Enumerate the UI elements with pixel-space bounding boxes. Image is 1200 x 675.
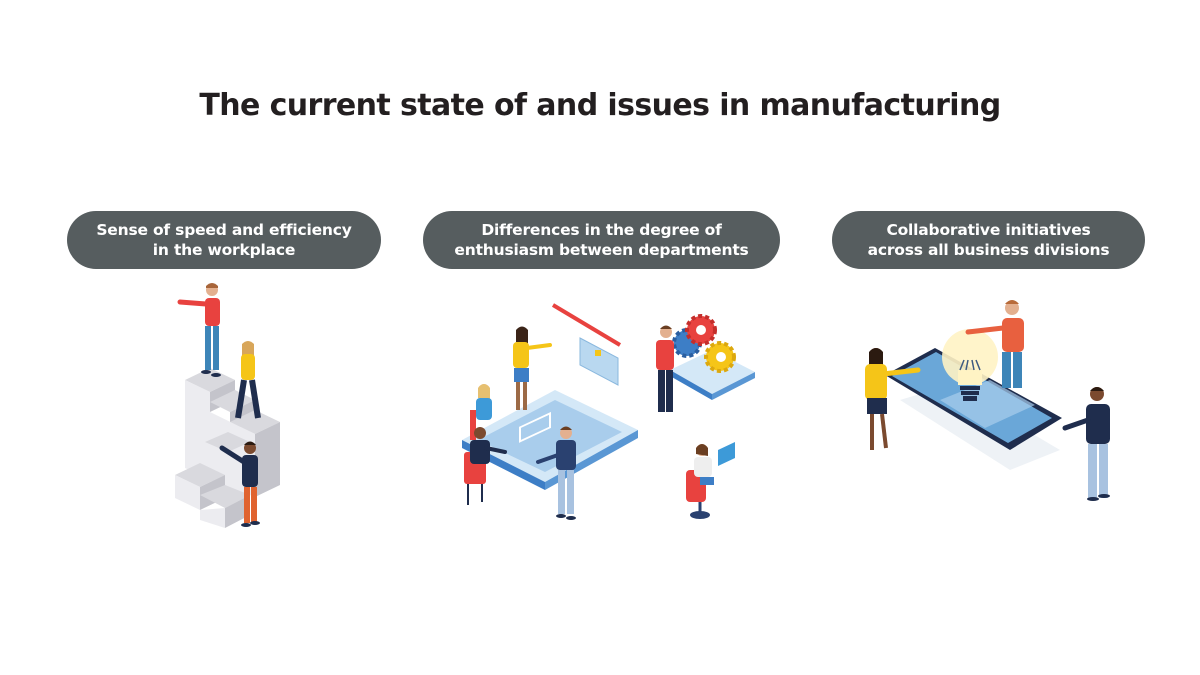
laptop-icon xyxy=(718,442,735,466)
people-around-smartphone-with-lightbulb-illustration xyxy=(850,290,1130,510)
person-yellow-top xyxy=(235,341,261,419)
label-line: Sense of speed and efficiency xyxy=(96,221,352,239)
section-label-collaborative-initiatives: Collaborative initiatives across all bus… xyxy=(832,211,1145,269)
red-line-shape xyxy=(551,303,622,347)
gears-station-icon xyxy=(670,314,755,400)
section-label-enthusiasm-differences: Differences in the degree of enthusiasm … xyxy=(423,211,780,269)
person-orange-sweater xyxy=(965,300,1024,388)
person-with-laptop-seated xyxy=(686,442,735,519)
label-line: enthusiasm between departments xyxy=(454,241,749,259)
label-line: across all business divisions xyxy=(867,241,1110,259)
person-yellow-sweater xyxy=(865,348,921,450)
label-line: Collaborative initiatives xyxy=(886,221,1091,239)
person-navy-seated xyxy=(464,427,507,505)
label-line: Differences in the degree of xyxy=(481,221,722,239)
people-climbing-stairs-illustration xyxy=(160,280,300,540)
person-red-with-gears xyxy=(656,325,674,412)
person-navy-sweater xyxy=(219,441,260,527)
person-red-sweater xyxy=(177,283,221,377)
stairs-icon xyxy=(175,368,280,528)
team-around-digital-table-with-gears-illustration xyxy=(450,290,770,530)
label-line: in the workplace xyxy=(152,241,296,259)
page-title: The current state of and issues in manuf… xyxy=(199,88,1001,123)
person-yellow-presenting xyxy=(513,326,552,410)
person-blue-top-seated xyxy=(470,384,492,440)
floating-screen-icon xyxy=(579,337,619,386)
person-navy-sweater-right xyxy=(1062,387,1110,501)
person-navy-standing xyxy=(536,426,576,520)
lightbulb-icon xyxy=(942,329,998,401)
section-label-speed-efficiency: Sense of speed and efficiency in the wor… xyxy=(67,211,381,269)
